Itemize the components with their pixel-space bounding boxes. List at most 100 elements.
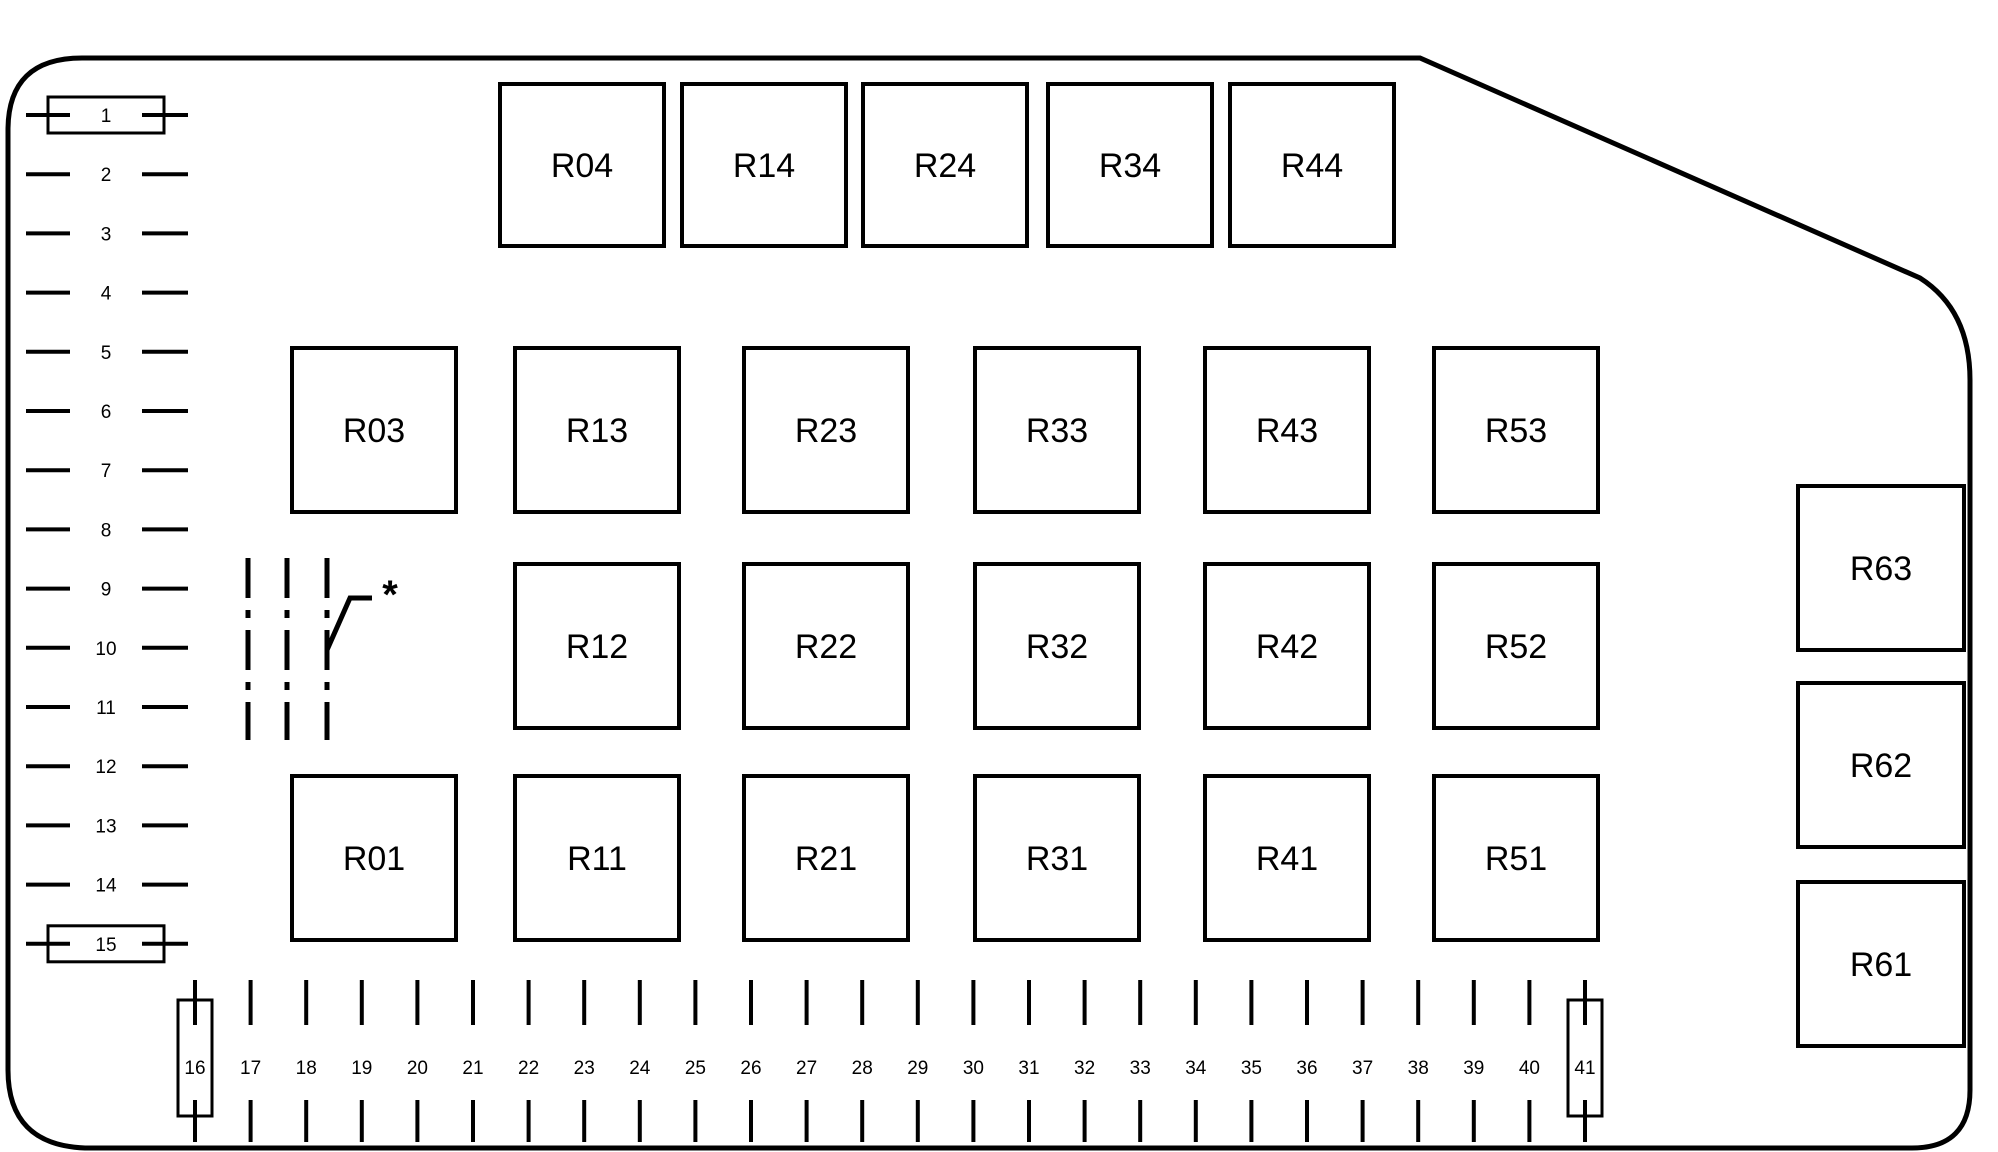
fuse-17: 17 — [240, 980, 261, 1142]
fuse-30-label: 30 — [963, 1058, 984, 1079]
fuse-25: 25 — [685, 980, 706, 1142]
relay-label-r12: R12 — [566, 628, 628, 666]
relay-r41: R41 — [1203, 774, 1371, 942]
relay-label-r23: R23 — [795, 412, 857, 450]
relay-box-r43 — [1203, 346, 1371, 514]
fuse-39-label: 39 — [1463, 1058, 1484, 1079]
relay-label-r41: R41 — [1256, 840, 1318, 878]
relay-box-r04 — [498, 82, 666, 248]
fuse-17-label: 17 — [240, 1058, 261, 1079]
fuse-14: 14 — [26, 876, 188, 897]
fuse-4: 4 — [26, 284, 188, 305]
fuse-12-label: 12 — [95, 757, 116, 778]
fuse-37-label: 37 — [1352, 1058, 1373, 1079]
fuse-38: 38 — [1408, 980, 1429, 1142]
relay-r31: R31 — [973, 774, 1141, 942]
relay-box-r34 — [1046, 82, 1214, 248]
relay-r51: R51 — [1432, 774, 1600, 942]
fuse-22-label: 22 — [518, 1058, 539, 1079]
fuse-20-label: 20 — [407, 1058, 428, 1079]
relay-label-r62: R62 — [1850, 747, 1912, 785]
relay-r23: R23 — [742, 346, 910, 514]
fuse-6: 6 — [26, 402, 188, 423]
fuse-8-label: 8 — [101, 520, 112, 541]
relay-box-r12 — [513, 562, 681, 730]
fuse-34: 34 — [1185, 980, 1207, 1142]
relay-label-r63: R63 — [1850, 550, 1912, 588]
fuse-28-label: 28 — [852, 1058, 873, 1079]
fuse-1-outline — [46, 95, 166, 135]
relay-box-r13 — [513, 346, 681, 514]
fuse-24: 24 — [629, 980, 651, 1142]
fuse-32-label: 32 — [1074, 1058, 1095, 1079]
relay-r04: R04 — [498, 82, 666, 248]
fuse-6-label: 6 — [101, 402, 112, 423]
relay-r42: R42 — [1203, 562, 1371, 730]
relay-box-r62 — [1796, 681, 1966, 849]
fuse-8: 8 — [26, 520, 188, 541]
fuse-36-label: 36 — [1296, 1058, 1317, 1079]
fuse-4-label: 4 — [101, 284, 112, 305]
relay-label-r04: R04 — [551, 147, 613, 185]
relay-box-r51 — [1432, 774, 1600, 942]
fuse-23: 23 — [574, 980, 595, 1142]
relay-label-r61: R61 — [1850, 946, 1912, 984]
relay-label-r33: R33 — [1026, 412, 1088, 450]
fuse-2-label: 2 — [101, 165, 112, 186]
fuse-9-label: 9 — [101, 580, 112, 601]
fuse-39: 39 — [1463, 980, 1484, 1142]
fuse-3: 3 — [26, 224, 188, 245]
relay-r12: R12 — [513, 562, 681, 730]
fuse-7: 7 — [26, 461, 188, 482]
fuse-5: 5 — [26, 343, 188, 364]
relay-label-r44: R44 — [1281, 147, 1343, 185]
relay-r44: R44 — [1228, 82, 1396, 248]
fuse-26: 26 — [740, 980, 762, 1142]
relay-box-r21 — [742, 774, 910, 942]
fuse-27-label: 27 — [796, 1058, 817, 1079]
relay-box-r44 — [1228, 82, 1396, 248]
relay-label-r53: R53 — [1485, 412, 1547, 450]
relay-r33: R33 — [973, 346, 1141, 514]
relay-r43: R43 — [1203, 346, 1371, 514]
relay-label-r51: R51 — [1485, 840, 1547, 878]
relay-r62: R62 — [1796, 681, 1966, 849]
relay-r32: R32 — [973, 562, 1141, 730]
relay-label-r21: R21 — [795, 840, 857, 878]
svg-text:*: * — [382, 573, 398, 617]
fuse-19-label: 19 — [351, 1058, 372, 1079]
relay-label-r01: R01 — [343, 840, 405, 878]
relay-box-r23 — [742, 346, 910, 514]
relay-box-r11 — [513, 774, 681, 942]
relay-label-r34: R34 — [1099, 147, 1161, 185]
fuse-5-label: 5 — [101, 343, 112, 364]
relay-r11: R11 — [513, 774, 681, 942]
relay-r03: R03 — [290, 346, 458, 514]
fuse-24-label: 24 — [629, 1058, 651, 1079]
fuse-33: 33 — [1130, 980, 1151, 1142]
fuse-36: 36 — [1296, 980, 1318, 1142]
fuse-16-outline — [176, 998, 214, 1118]
relay-box-r14 — [680, 82, 848, 248]
relay-label-r03: R03 — [343, 412, 405, 450]
relay-box-r31 — [973, 774, 1141, 942]
relay-box-r52 — [1432, 562, 1600, 730]
relay-r53: R53 — [1432, 346, 1600, 514]
fuse-29-label: 29 — [907, 1058, 928, 1079]
fuse-3-label: 3 — [101, 224, 112, 245]
relay-r63: R63 — [1796, 484, 1966, 652]
fuse-box-outline — [5, 55, 1973, 1151]
relay-box-r33 — [973, 346, 1141, 514]
relay-r34: R34 — [1046, 82, 1214, 248]
fuse-35: 35 — [1241, 980, 1262, 1142]
fuse-16: 16 — [176, 980, 214, 1142]
relay-label-r32: R32 — [1026, 628, 1088, 666]
relay-box-r01 — [290, 774, 458, 942]
fuse-15: 15 — [26, 924, 188, 964]
fuse-11-label: 11 — [96, 698, 116, 719]
